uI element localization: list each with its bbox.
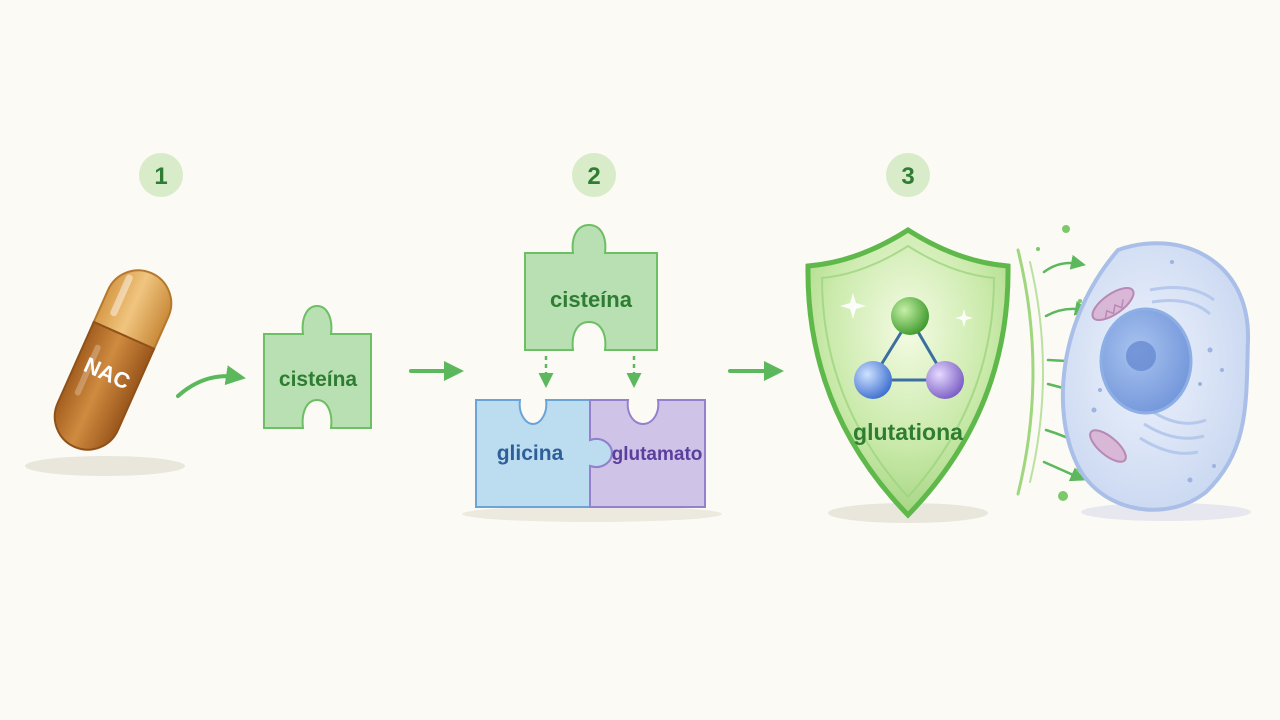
cysteine-piece-step2: cisteína [524, 223, 658, 351]
cysteine-label-step1: cisteína [279, 368, 358, 391]
shield-icon [805, 227, 1011, 519]
step-badge-1: 1 [139, 153, 183, 197]
step-badge-2: 2 [572, 153, 616, 197]
arrow-capsule-to-cysteine [176, 365, 246, 398]
cell-icon [1060, 241, 1251, 512]
protection-waves [1016, 248, 1044, 496]
cysteine-label-step2: cisteína [550, 287, 633, 312]
svg-text:1: 1 [154, 163, 167, 190]
capsule-icon: NAC [53, 269, 173, 451]
svg-text:2: 2 [587, 163, 600, 190]
glutamate-label: glutamato [612, 444, 703, 465]
glutathione-label: glutationa [853, 419, 963, 445]
cell-shadow [1081, 503, 1251, 521]
particles [1036, 225, 1082, 501]
capsule-shadow [25, 456, 185, 476]
svg-text:3: 3 [901, 163, 914, 190]
step-badge-3: 3 [886, 153, 930, 197]
pieces-shadow [462, 506, 722, 522]
cysteine-piece-step1: cisteína [263, 304, 372, 429]
glutamate-piece: glutamato [589, 399, 706, 508]
glycine-label: glicina [497, 442, 564, 465]
molecule-icon [854, 297, 964, 399]
